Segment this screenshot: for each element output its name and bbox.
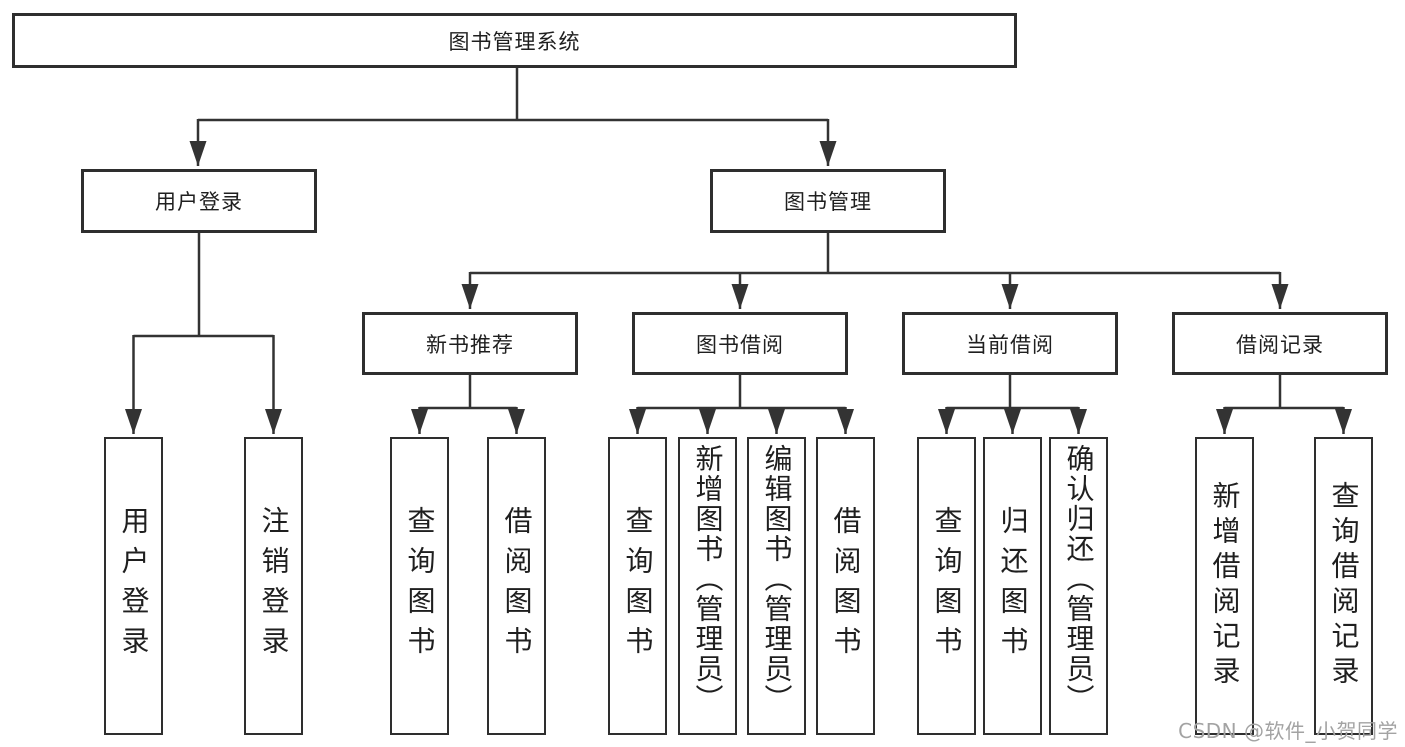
node-borrowing-records: 借阅记录 [1172,312,1388,375]
leaf-logout: 注销登录 [244,437,303,735]
leaf-query-books-rec: 查询图书 [390,437,449,735]
leaf-label: 新增借阅记录 [1208,481,1242,691]
leaf-label: 新增图书（管理员） [691,444,725,714]
node-label: 新书推荐 [426,332,514,357]
node-label: 借阅记录 [1236,332,1324,357]
leaf-label: 用户登录 [117,506,151,666]
leaf-user-login: 用户登录 [104,437,163,735]
node-label: 用户登录 [155,190,243,214]
csdn-watermark: CSDN @软件_小贺同学 [1178,719,1398,743]
node-label: 图书管理系统 [448,29,581,54]
leaf-label: 编辑图书（管理员） [760,444,794,714]
leaf-add-borrow-record: 新增借阅记录 [1195,437,1254,735]
leaf-return-book: 归还图书 [983,437,1042,735]
leaf-label: 借阅图书 [829,506,863,666]
leaf-borrow-books-rec: 借阅图书 [487,437,546,735]
leaf-label: 查询图书 [403,506,437,666]
leaf-label: 注销登录 [257,506,291,666]
leaf-label: 查询借阅记录 [1327,481,1361,691]
leaf-label: 借阅图书 [500,506,534,666]
leaf-label: 查询图书 [621,506,655,666]
node-book-borrowing: 图书借阅 [632,312,848,375]
node-user-login: 用户登录 [81,169,317,233]
leaf-label: 归还图书 [996,506,1030,666]
node-label: 当前借阅 [966,332,1054,357]
leaf-borrow-books: 借阅图书 [816,437,875,735]
leaf-label: 查询图书 [930,506,964,666]
node-book-management: 图书管理 [710,169,946,233]
leaf-add-book-admin: 新增图书（管理员） [678,437,737,735]
leaf-query-books-current: 查询图书 [917,437,976,735]
leaf-edit-book-admin: 编辑图书（管理员） [747,437,806,735]
node-current-borrowing: 当前借阅 [902,312,1118,375]
leaf-label: 确认归还（管理员） [1062,444,1096,714]
leaf-query-borrow-record: 查询借阅记录 [1314,437,1373,735]
node-label: 图书管理 [784,190,872,214]
node-new-book-recommendation: 新书推荐 [362,312,578,375]
node-label: 图书借阅 [696,332,784,357]
leaf-confirm-return-admin: 确认归还（管理员） [1049,437,1108,735]
node-book-management-system: 图书管理系统 [12,13,1017,68]
leaf-query-books-borrow: 查询图书 [608,437,667,735]
